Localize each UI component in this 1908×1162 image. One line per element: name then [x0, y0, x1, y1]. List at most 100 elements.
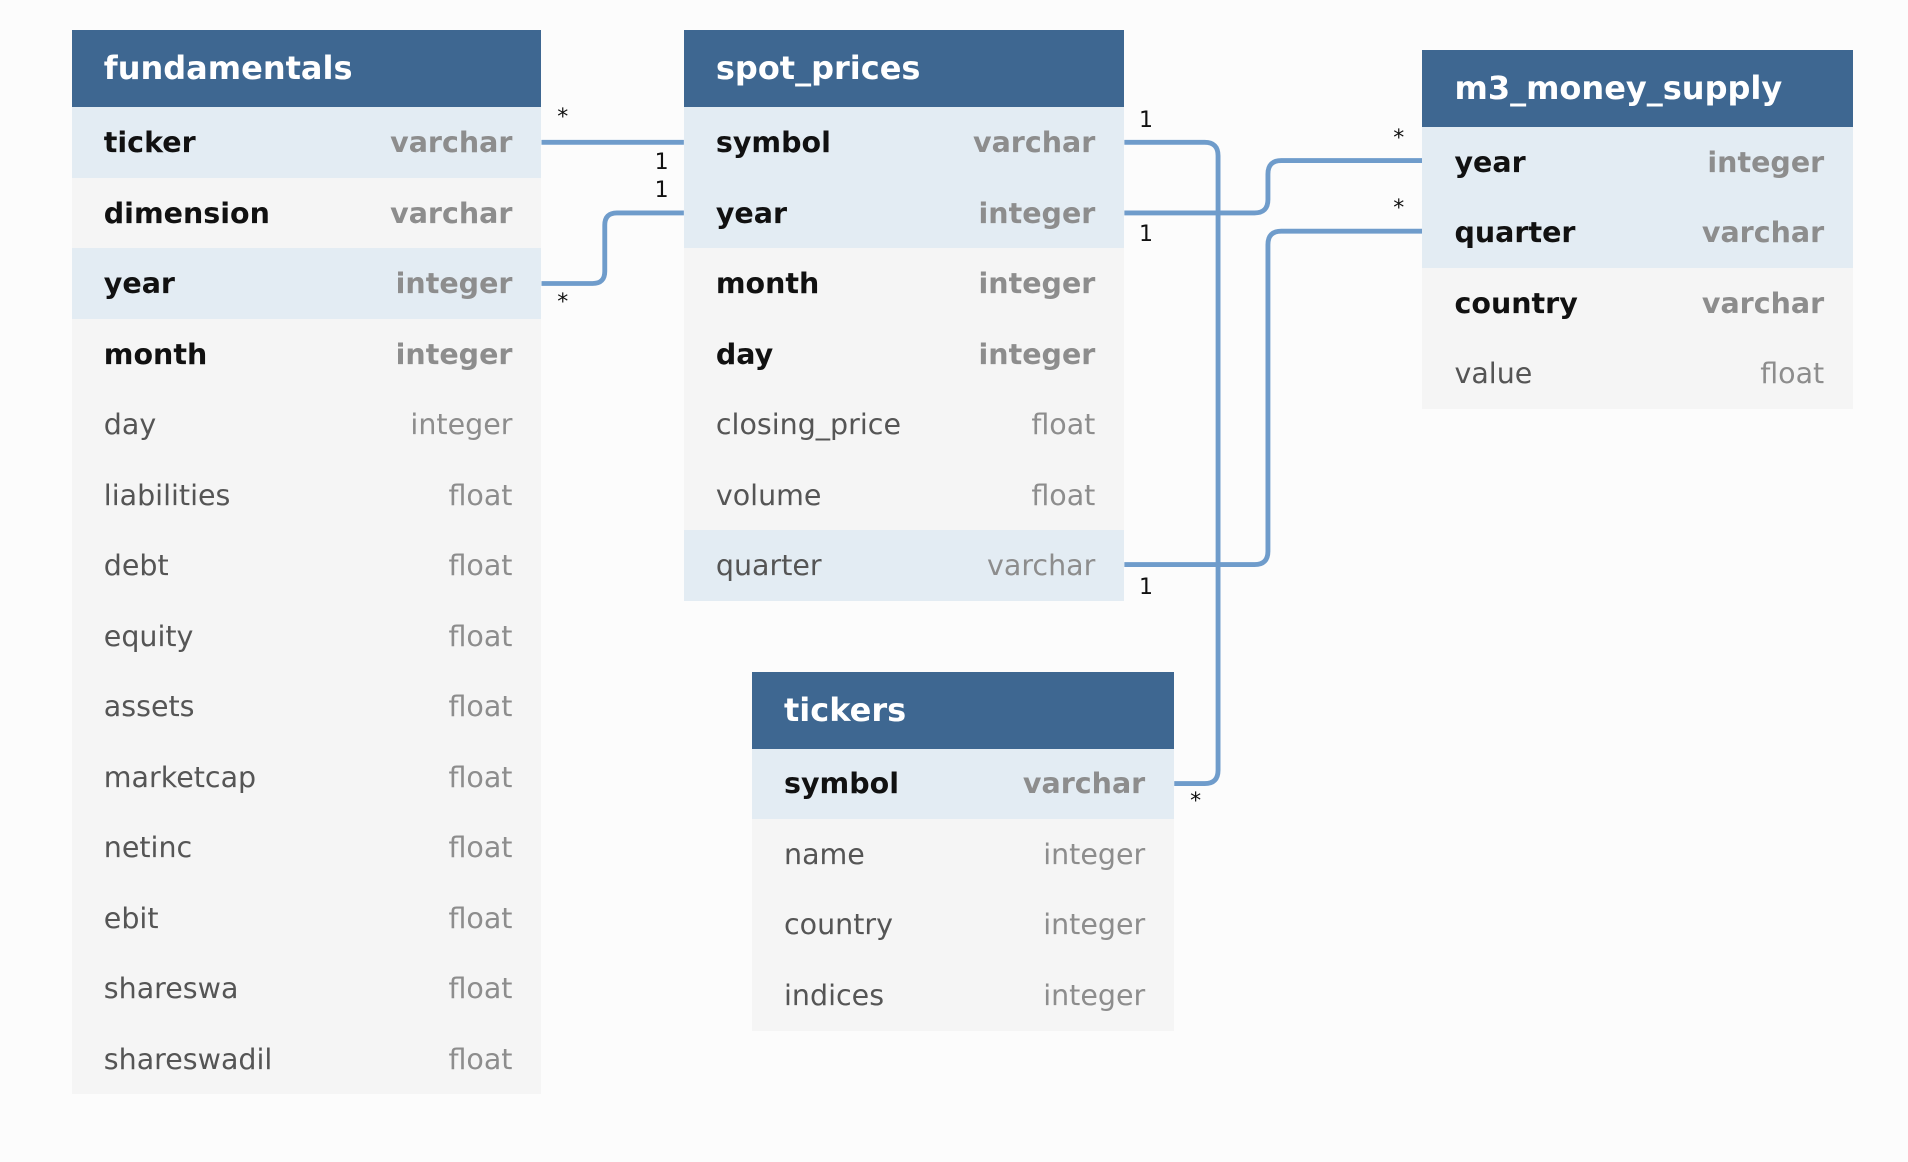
table-row-value[interactable]: value float: [1422, 338, 1854, 409]
cardinality-label: 1: [654, 178, 669, 204]
column-name: liabilities: [103, 478, 231, 512]
column-name: country: [784, 908, 893, 942]
table-row-quarter[interactable]: quarter varchar: [1422, 197, 1854, 268]
column-type: varchar: [987, 549, 1096, 583]
column-type: float: [1031, 478, 1096, 512]
table-row-month[interactable]: month integer: [71, 318, 542, 390]
column-type: integer: [395, 337, 513, 371]
link-symbol-tickers[interactable]: [1124, 139, 1221, 787]
column-name: month: [103, 337, 208, 371]
table-row-name[interactable]: name integer: [752, 819, 1175, 890]
column-name: equity: [103, 619, 194, 653]
cardinality-label: *: [1393, 196, 1405, 222]
table-row-assets[interactable]: assets float: [71, 671, 542, 742]
column-type: varchar: [1022, 767, 1146, 801]
table-row-marketcap[interactable]: marketcap float: [71, 741, 542, 813]
column-type: integer: [410, 408, 513, 442]
column-type: integer: [1043, 908, 1146, 942]
table-title[interactable]: tickers: [752, 671, 1175, 749]
column-type: float: [448, 1042, 513, 1076]
column-type: integer: [1043, 978, 1146, 1012]
column-name: shareswadil: [103, 1042, 273, 1076]
column-type: integer: [978, 267, 1096, 301]
column-type: float: [448, 831, 513, 865]
table-row-symbol[interactable]: symbol varchar: [683, 107, 1125, 178]
column-type: integer: [395, 267, 513, 301]
cardinality-label: 1: [1138, 221, 1153, 247]
table-title[interactable]: fundamentals: [71, 30, 542, 108]
column-name: closing_price: [715, 408, 901, 442]
column-name: debt: [103, 549, 169, 583]
column-type: float: [448, 690, 513, 724]
cardinality-label: *: [557, 105, 569, 131]
column-type: float: [1031, 408, 1096, 442]
cardinality-label: 1: [654, 150, 669, 176]
cardinality-label: *: [557, 290, 569, 316]
cardinality-label: 1: [1138, 574, 1153, 600]
column-type: float: [448, 478, 513, 512]
column-name: day: [103, 408, 157, 442]
column-name: ticker: [103, 126, 196, 160]
column-name: name: [784, 837, 865, 871]
column-type: float: [448, 760, 513, 794]
column-type: integer: [978, 196, 1096, 230]
column-type: integer: [1043, 837, 1146, 871]
column-name: country: [1454, 286, 1578, 320]
column-name: ebit: [103, 901, 159, 935]
link-fundamentals-year[interactable]: [541, 210, 684, 286]
link-quarter-m3[interactable]: [1124, 228, 1423, 568]
cardinality-label: *: [1190, 788, 1202, 814]
table-row-shareswadil[interactable]: shareswadil float: [71, 1023, 542, 1095]
table-row-year[interactable]: year integer: [71, 248, 542, 319]
table-title[interactable]: m3_money_supply: [1422, 49, 1854, 127]
cardinality-label: 1: [1138, 107, 1153, 133]
column-type: varchar: [390, 126, 513, 160]
column-type: float: [1760, 357, 1825, 391]
column-name: day: [715, 337, 774, 371]
column-name: year: [103, 267, 175, 301]
column-type: varchar: [973, 126, 1096, 160]
table-row-equity[interactable]: equity float: [71, 600, 542, 672]
link-year-m3[interactable]: [1124, 158, 1423, 216]
table-row-liabilities[interactable]: liabilities float: [71, 459, 542, 531]
column-type: float: [448, 619, 513, 653]
column-name: quarter: [1454, 216, 1576, 250]
column-type: varchar: [1701, 286, 1825, 320]
column-type: varchar: [1701, 216, 1825, 250]
table-row-country[interactable]: country varchar: [1422, 267, 1854, 339]
table-row-ticker[interactable]: ticker varchar: [71, 107, 542, 178]
table-row-day[interactable]: day integer: [71, 389, 542, 460]
column-name: value: [1454, 357, 1533, 391]
column-name: assets: [103, 690, 195, 724]
table-row-volume[interactable]: volume float: [683, 459, 1125, 531]
table-title[interactable]: spot_prices: [683, 30, 1125, 108]
column-name: volume: [715, 478, 822, 512]
column-name: marketcap: [103, 760, 257, 794]
column-type: varchar: [390, 196, 513, 230]
table-row-ebit[interactable]: ebit float: [71, 882, 542, 954]
column-name: symbol: [715, 126, 831, 160]
column-type: float: [448, 549, 513, 583]
table-row-country[interactable]: country integer: [752, 889, 1175, 961]
cardinality-label: *: [1393, 125, 1405, 151]
table-row-closing-price[interactable]: closing_price float: [683, 389, 1125, 460]
column-name: shareswa: [103, 972, 239, 1006]
table-row-debt[interactable]: debt float: [71, 530, 542, 601]
column-type: float: [448, 901, 513, 935]
